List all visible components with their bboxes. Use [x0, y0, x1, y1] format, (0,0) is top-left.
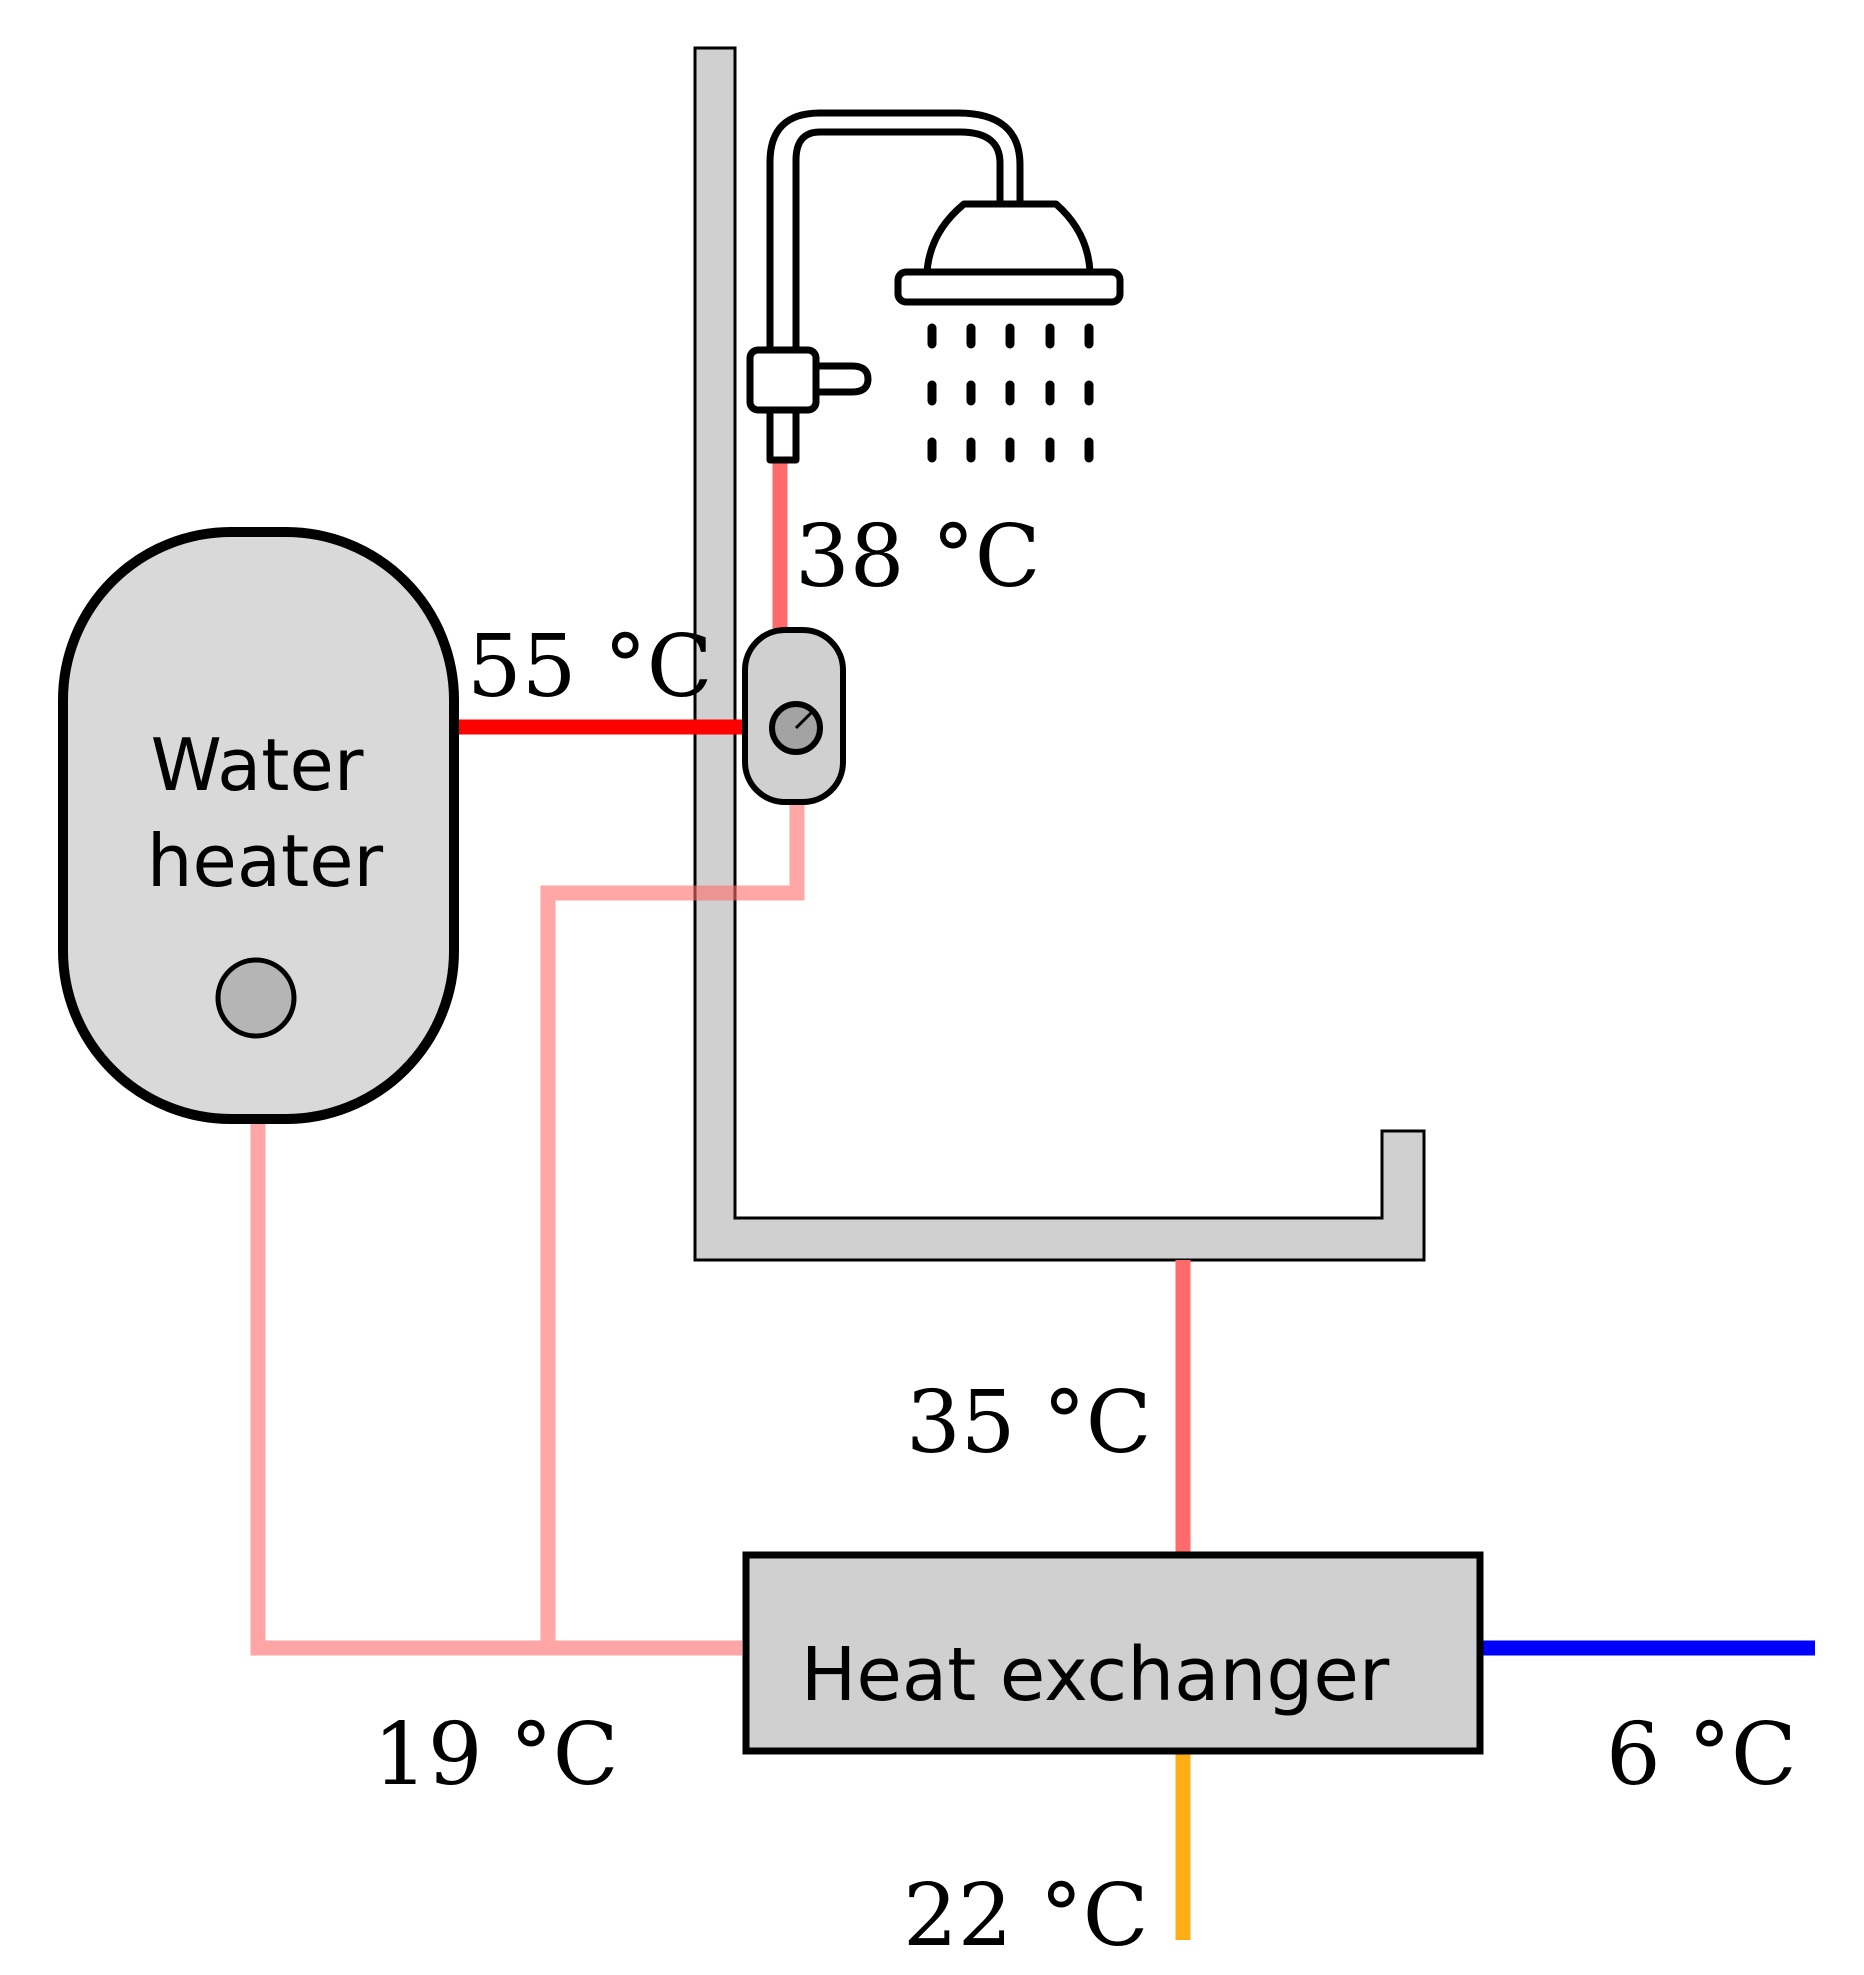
shower-water-drops-icon: [927, 323, 1094, 463]
temp-label-heater-inlet: 19 °C: [373, 1705, 619, 1805]
preheated-pipe-to-mixer: [540, 800, 805, 1648]
temp-label-drain-out: 22 °C: [903, 1866, 1149, 1966]
preheated-pipe-to-heater: [250, 1116, 742, 1656]
water-heater-dial-icon: [215, 957, 297, 1039]
heat-exchanger-label: Heat exchanger: [801, 1632, 1390, 1718]
temp-label-cold-supply: 6 °C: [1606, 1705, 1797, 1805]
water-heater-label-line2: heater: [147, 819, 384, 903]
temp-label-shower: 38 °C: [795, 507, 1041, 607]
mixer-knob-indicator: [794, 710, 814, 730]
heat-exchanger-box: [742, 1551, 1484, 1755]
temp-label-heater-outlet: 55 °C: [467, 617, 713, 717]
shower-head-icon: [746, 109, 1124, 464]
shower-wall-and-tray: [693, 46, 1426, 1262]
water-heater-label-line1: Water: [151, 723, 364, 807]
temp-label-drain: 35 °C: [906, 1373, 1152, 1473]
water-heater-tank: [58, 527, 459, 1124]
